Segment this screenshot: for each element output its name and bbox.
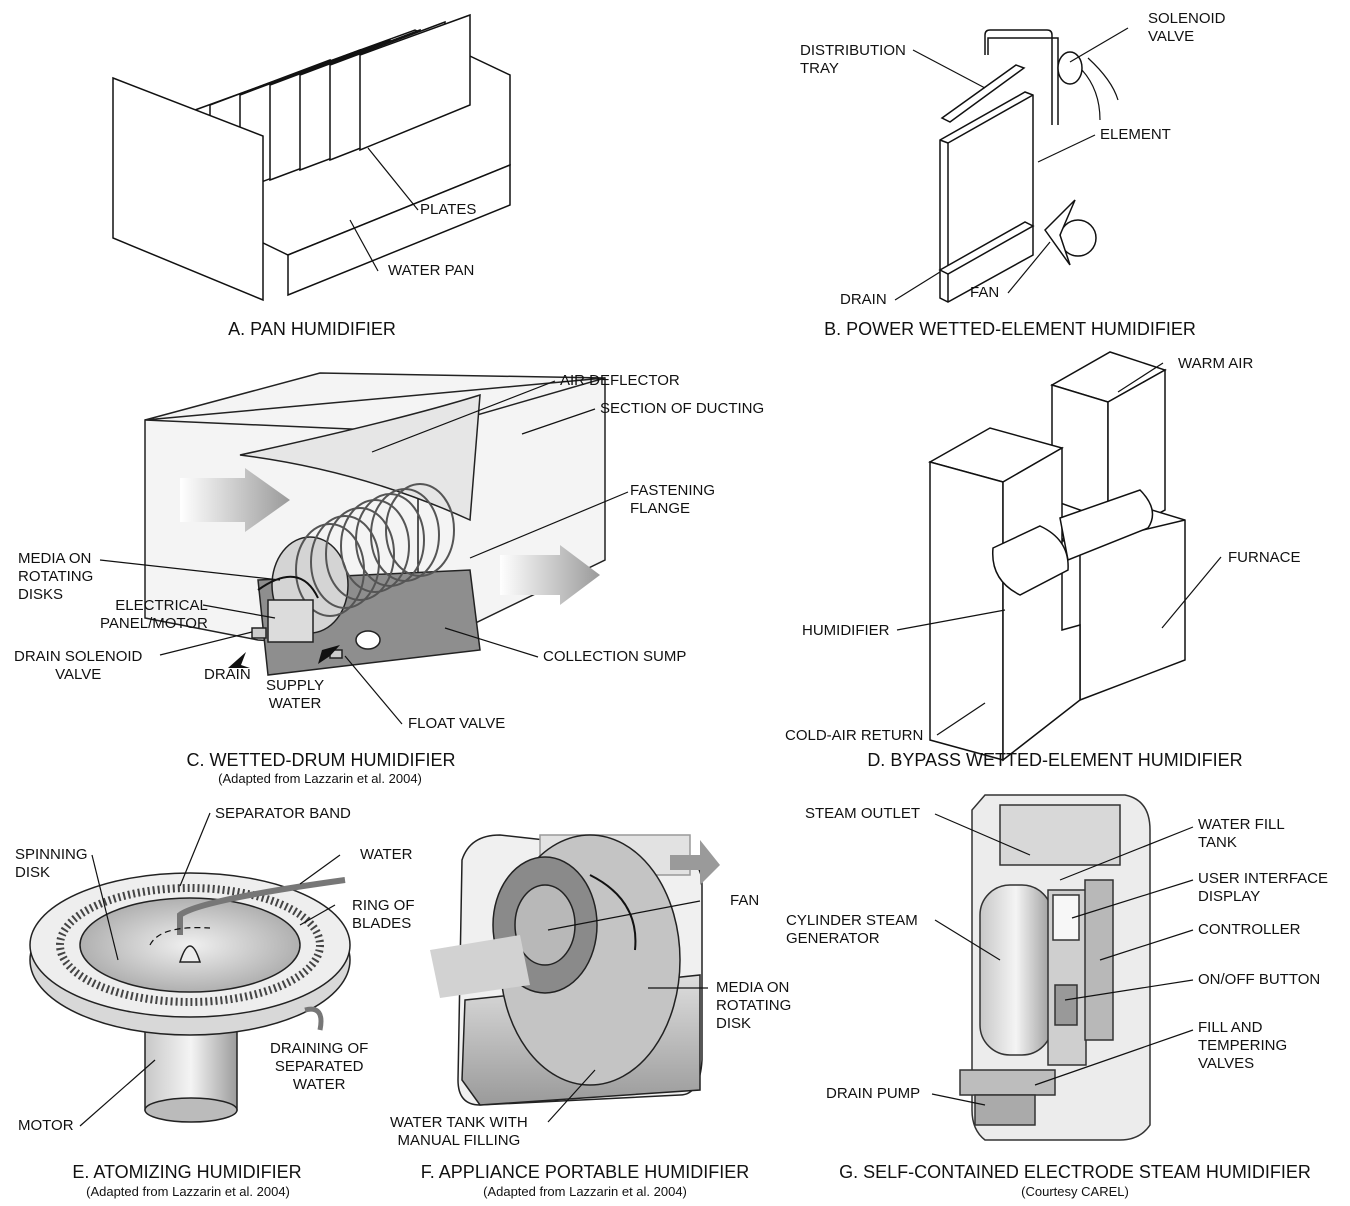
bypass-wetted-element-drawing: [928, 351, 1186, 762]
label-separator-band: SEPARATOR BAND: [215, 805, 351, 822]
label-warm-air: WARM AIR: [1178, 355, 1254, 372]
label-media-on-rotating-disk: MEDIA ON ROTATING DISK: [716, 979, 792, 1032]
label-collection-sump: COLLECTION SUMP: [543, 648, 687, 665]
label-air-deflector: AIR DEFLECTOR: [560, 372, 680, 389]
label-water-tank: WATER TANK WITH MANUAL FILLING: [390, 1114, 528, 1149]
label-solenoid-valve: SOLENOID VALVE: [1148, 10, 1226, 45]
label-fan-b: FAN: [970, 284, 1000, 301]
caption-electrode-steam: G. SELF-CONTAINED ELECTRODE STEAM HUMIDI…: [839, 1162, 1311, 1182]
source-appliance-portable: (Adapted from Lazzarin et al. 2004): [483, 1184, 687, 1199]
wetted-drum-drawing: [144, 372, 606, 676]
label-supply-water: SUPPLY WATER: [266, 677, 325, 712]
power-wetted-element-drawing: [938, 29, 1097, 303]
label-fan-f: FAN: [730, 892, 760, 909]
label-section-of-ducting: SECTION OF DUCTING: [600, 400, 765, 417]
caption-pan-humidifier: A. PAN HUMIDIFIER: [228, 319, 396, 339]
label-element: ELEMENT: [1100, 126, 1171, 143]
label-furnace: FURNACE: [1228, 549, 1301, 566]
label-cylinder-steam-generator: CYLINDER STEAM GENERATOR: [786, 912, 918, 947]
label-water: WATER: [360, 846, 413, 863]
label-electrical-panel-motor: ELECTRICAL PANEL/MOTOR: [100, 597, 208, 632]
caption-appliance-portable: F. APPLIANCE PORTABLE HUMIDIFIER: [420, 1162, 750, 1182]
label-water-fill-tank: WATER FILL TANK: [1198, 816, 1285, 851]
label-cold-air-return: COLD-AIR RETURN: [785, 727, 924, 744]
label-water-pan: WATER PAN: [388, 262, 475, 279]
source-wetted-drum: (Adapted from Lazzarin et al. 2004): [218, 771, 422, 786]
label-fastening-flange: FASTENING FLANGE: [630, 482, 716, 517]
label-drain-pump: DRAIN PUMP: [826, 1085, 921, 1102]
label-plates: PLATES: [420, 201, 477, 218]
label-controller: CONTROLLER: [1198, 921, 1301, 938]
pan-humidifier-drawing: [112, 13, 511, 302]
source-electrode-steam: (Courtesy CAREL): [1021, 1184, 1129, 1199]
label-fill-and-tempering-valves: FILL AND TEMPERING VALVES: [1198, 1019, 1288, 1072]
caption-atomizing: E. ATOMIZING HUMIDIFIER: [72, 1162, 302, 1182]
label-humidifier: HUMIDIFIER: [802, 622, 890, 639]
caption-bypass-wetted-element: D. BYPASS WETTED-ELEMENT HUMIDIFIER: [867, 750, 1243, 770]
electrode-steam-drawing: [959, 794, 1151, 1141]
label-drain-c: DRAIN: [204, 666, 251, 683]
label-steam-outlet: STEAM OUTLET: [805, 805, 921, 822]
label-on-off-button: ON/OFF BUTTON: [1198, 971, 1321, 988]
source-atomizing: (Adapted from Lazzarin et al. 2004): [86, 1184, 290, 1199]
appliance-portable-drawing: [430, 834, 720, 1106]
label-draining-of-separated-water: DRAINING OF SEPARATED WATER: [270, 1040, 369, 1093]
label-user-interface-display: USER INTERFACE DISPLAY: [1198, 870, 1329, 905]
label-drain-b: DRAIN: [840, 291, 887, 308]
atomizing-humidifier-drawing: [29, 872, 351, 1123]
label-float-valve: FLOAT VALVE: [408, 715, 506, 732]
caption-wetted-drum: C. WETTED-DRUM HUMIDIFIER: [186, 750, 456, 770]
label-ring-of-blades: RING OF BLADES: [352, 897, 415, 932]
label-media-on-rotating-disks: MEDIA ON ROTATING DISKS: [18, 550, 94, 603]
caption-power-wetted-element: B. POWER WETTED-ELEMENT HUMIDIFIER: [824, 319, 1196, 339]
label-drain-solenoid-valve: DRAIN SOLENOID VALVE: [14, 648, 143, 683]
label-motor: MOTOR: [18, 1117, 74, 1134]
label-spinning-disk: SPINNING DISK: [15, 846, 88, 881]
label-distribution-tray: DISTRIBUTION TRAY: [800, 42, 906, 77]
